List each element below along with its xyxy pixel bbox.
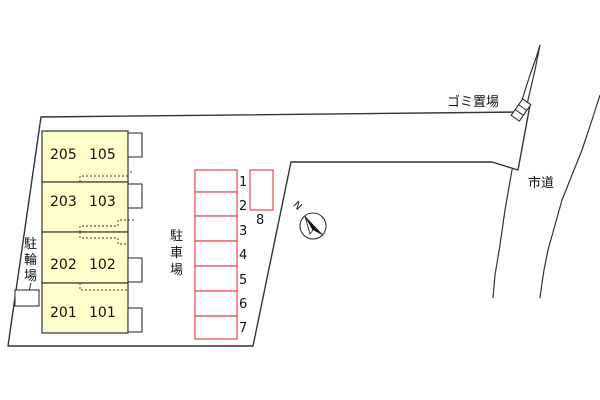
unit-label-102: 102 xyxy=(89,257,116,273)
parking-space-5 xyxy=(194,265,238,292)
entrance-box-105 xyxy=(127,132,143,158)
parking-number-2: 2 xyxy=(239,199,247,214)
dashed-outline-4 xyxy=(79,283,129,294)
dashed-outline-3 xyxy=(79,219,134,232)
unit-label-103: 103 xyxy=(89,194,116,210)
north-label: N xyxy=(291,200,304,213)
dashed-outline-2 xyxy=(79,232,128,245)
parking-label-1: 駐 xyxy=(170,229,183,244)
bicycle-parking-label-2: 輪 xyxy=(24,252,37,268)
parking-number-3: 3 xyxy=(239,224,247,239)
entrance-box-101 xyxy=(127,307,143,333)
road-edge-right xyxy=(543,94,600,271)
unit-label-202: 202 xyxy=(50,257,77,273)
unit-label-201: 201 xyxy=(50,305,77,321)
building xyxy=(41,130,143,334)
parking-space-6 xyxy=(194,290,238,317)
bicycle-parking-box xyxy=(14,289,40,307)
north-compass-icon: N xyxy=(291,200,327,240)
bicycle-parking-label-3: 場 xyxy=(24,269,37,284)
parking-space-1 xyxy=(194,169,238,193)
unit-block-203-103 xyxy=(41,181,129,233)
unit-label-105: 105 xyxy=(89,147,116,163)
parking-number-4: 4 xyxy=(239,248,247,263)
unit-block-201-101 xyxy=(41,282,129,334)
garbage-label: ゴミ置場 xyxy=(447,94,499,110)
bicycle-parking-label-1: 駐 xyxy=(24,237,37,252)
garbage-station xyxy=(510,98,532,122)
parking-space-7 xyxy=(194,315,238,340)
dashed-outline-1 xyxy=(79,171,134,182)
unit-label-101: 101 xyxy=(89,305,116,321)
entrance-box-102 xyxy=(127,257,143,283)
city-road-label: 市道 xyxy=(528,175,554,191)
parking-label-3: 場 xyxy=(170,263,183,278)
parking-number-8: 8 xyxy=(256,213,264,228)
road-edge-left xyxy=(492,44,541,299)
parking-number-1: 1 xyxy=(239,175,247,190)
parking-number-5: 5 xyxy=(239,273,247,288)
parking-space-8 xyxy=(249,169,274,211)
entrance-box-103 xyxy=(127,183,143,209)
parking-number-7: 7 xyxy=(239,321,247,336)
road-edge-right-gap xyxy=(539,269,545,299)
parking-number-6: 6 xyxy=(239,297,247,312)
parking-spaces xyxy=(194,169,274,340)
unit-label-203: 203 xyxy=(50,194,77,210)
unit-block-205-105 xyxy=(41,130,129,183)
parking-label-2: 車 xyxy=(170,246,183,261)
parking-space-4 xyxy=(194,240,238,267)
parking-space-2 xyxy=(194,191,238,217)
parking-space-3 xyxy=(194,215,238,242)
unit-label-205: 205 xyxy=(50,147,77,163)
